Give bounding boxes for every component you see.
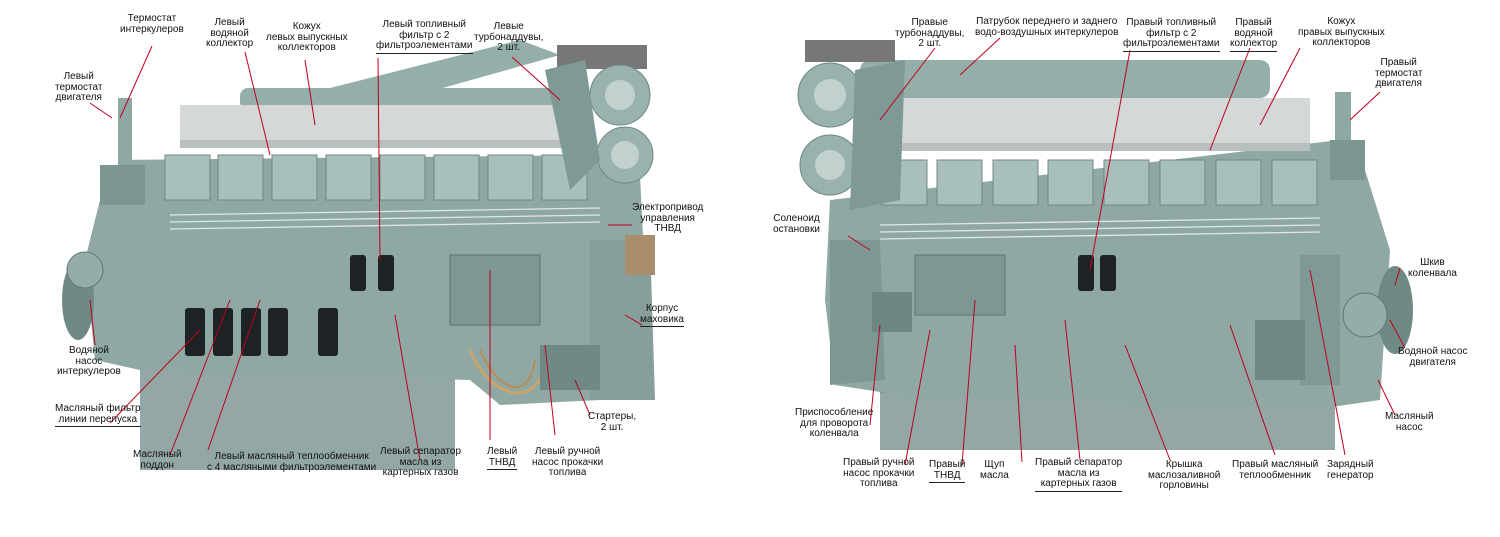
label-right-exhaust-casing: Кожух правых выпускных коллекторов [1298, 16, 1385, 48]
left-oil-filters [185, 255, 394, 356]
label-starters: Стартеры, 2 шт. [588, 411, 637, 433]
right-injection-pump-shape [914, 254, 1006, 316]
label-right-injection-pump: Правый ТНВД [929, 459, 966, 483]
left-flywheel-housing [590, 240, 655, 400]
label-left-hand-priming-pump: Левый ручной насос прокачки топлива [532, 446, 604, 478]
label-intercooler-pipe: Патрубок переднего и заднего водо-воздуш… [975, 16, 1119, 38]
label-dipstick: Щуп масла [980, 459, 1009, 481]
label-stop-solenoid: Соленоид остановки [773, 213, 820, 235]
label-right-water-manifold: Правый водяной коллектор [1230, 17, 1278, 52]
label-bypass-oil-filter: Масляный фильтр линии перепуска [55, 403, 141, 427]
label-oil-pan: Масляный поддон [133, 449, 182, 471]
right-exhaust-casing-shape [870, 98, 1310, 150]
label-oil-filler-cap: Крышка маслозаливной горловины [1148, 459, 1221, 491]
label-right-engine-thermostat: Правый термостат двигателя [1375, 57, 1423, 89]
right-water-pump [1342, 292, 1388, 338]
right-fuel-filters [1078, 255, 1116, 291]
label-left-oil-separator: Левый сепаратор масла из картерных газов [380, 446, 462, 478]
label-right-oil-separator: Правый сепаратор масла из картерных газо… [1035, 457, 1123, 492]
right-crank-pulley [1377, 266, 1413, 354]
label-fuel-pump-electric-drive: Электропривод управления ТНВД [632, 202, 704, 234]
label-left-exhaust-casing: Кожух левых выпускных коллекторов [266, 21, 348, 53]
label-cranking-device: Приспособление для проворота коленвала [795, 407, 874, 439]
right-generator-shape [1300, 255, 1340, 385]
label-oil-pump: Масляный насос [1385, 411, 1434, 433]
label-right-fuel-filter: Правый топливный фильтр с 2 фильтроэлеме… [1123, 17, 1220, 52]
label-crankshaft-pulley: Шкив коленвала [1408, 257, 1457, 279]
label-intercooler-water-pump: Водяной насос интеркулеров [57, 345, 121, 377]
right-cylinder-heads [881, 159, 1318, 206]
right-engine [797, 40, 1413, 450]
label-left-engine-thermostat: Левый термостат двигателя [55, 71, 103, 103]
label-charging-generator: Зарядный генератор [1327, 459, 1374, 481]
label-left-water-manifold: Левый водяной коллектор [206, 17, 254, 49]
left-cylinder-heads [164, 154, 588, 201]
label-left-injection-pump: Левый ТНВД [487, 446, 518, 470]
label-engine-water-pump: Водяной насос двигателя [1398, 346, 1468, 368]
label-right-oil-cooler: Правый масляный теплообменник [1232, 459, 1319, 481]
label-right-hand-priming-pump: Правый ручной насос прокачки топлива [843, 457, 915, 489]
label-left-oil-cooler: Левый масляный теплообменник с 4 масляны… [207, 451, 377, 473]
leader-lines [89, 37, 1406, 466]
label-right-turbochargers: Правые турбонаддувы, 2 шт. [895, 17, 965, 49]
label-left-turbochargers: Левые турбонаддувы, 2 шт. [474, 21, 544, 53]
label-left-fuel-filter: Левый топливный фильтр с 2 фильтроэлемен… [376, 19, 473, 54]
left-oil-pan-shape [140, 360, 455, 470]
label-flywheel-housing: Корпус маховика [640, 303, 684, 327]
left-injection-pump-shape [449, 254, 541, 326]
label-thermostat-intercoolers: Термостат интеркулеров [120, 13, 184, 35]
left-engine [62, 40, 655, 470]
